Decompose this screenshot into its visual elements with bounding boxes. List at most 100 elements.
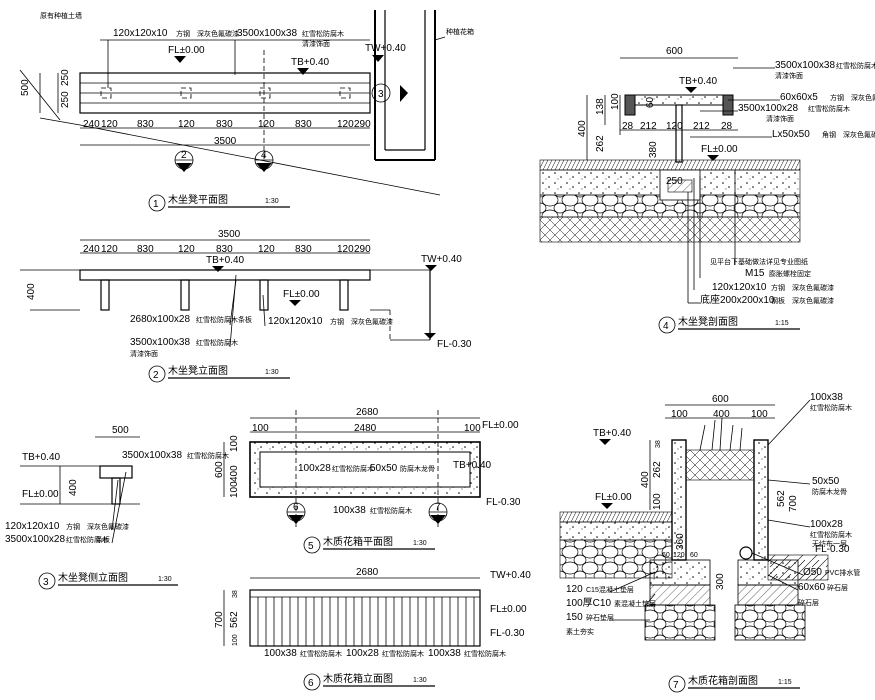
- title-num: 4: [663, 321, 669, 332]
- right-note: 种植花箱: [446, 27, 474, 36]
- dim-text: 380: [648, 141, 659, 158]
- tw-label: TW+0.40: [490, 570, 531, 581]
- fl-label: FL±0.00: [168, 45, 205, 56]
- dim-text: 2680: [356, 567, 379, 578]
- view-title: 木坐凳平面图: [168, 194, 228, 206]
- post: [180, 279, 190, 311]
- tb-label: TB+0.40: [22, 452, 61, 463]
- label-g: 100厚C10: [566, 597, 611, 609]
- dim-text: 500: [112, 425, 129, 436]
- label-c: 100x28: [810, 519, 843, 530]
- note-b: 红雪松防腐木: [382, 649, 424, 658]
- label-c: 3500x100x28: [738, 103, 798, 114]
- fl2-label: FL-0.30: [815, 544, 850, 555]
- fl-label: FL±0.00: [701, 144, 738, 155]
- view-title: 木坐凳剖面图: [678, 315, 738, 328]
- dim-text: 600: [712, 394, 729, 405]
- dim-text: 100: [252, 423, 269, 434]
- dim-text: 250: [60, 69, 71, 86]
- dim-text: 100: [610, 93, 621, 110]
- dim-text: 400: [68, 479, 79, 496]
- title-num: 7: [673, 680, 679, 691]
- note-h: 碎石垫层: [586, 613, 614, 622]
- dim-text: 100: [671, 409, 688, 420]
- note-a: 红雪松防腐木: [300, 649, 342, 658]
- note-i: 素土夯实: [566, 627, 594, 636]
- note-c2: 清漆饰面: [766, 114, 794, 123]
- dim-text: 700: [214, 611, 225, 628]
- note-a: 红雪松防腐木: [810, 403, 852, 412]
- label-a: 100x38: [264, 648, 297, 659]
- view-scale: 1:30: [413, 540, 427, 547]
- dim-text: 120: [258, 244, 275, 255]
- left-note: 原有种植土墙: [40, 11, 82, 20]
- note-g: 素混凝土垫层: [614, 599, 656, 608]
- view-scale: 1:30: [265, 369, 279, 376]
- dim-text: 60: [662, 552, 670, 559]
- label-b: 120x120x10: [5, 521, 60, 532]
- fl2-label: FL-0.30: [437, 339, 472, 350]
- fl-label: FL±0.00: [595, 492, 632, 503]
- dim-text: 830: [137, 119, 154, 130]
- label-b: 50x50: [812, 476, 840, 487]
- label-f: 120: [566, 584, 583, 595]
- post-square: [100, 87, 112, 99]
- label-d: Ø50: [803, 567, 822, 578]
- dim-text: 60: [690, 552, 698, 559]
- note-b: 方钢 深灰色氟碳漆: [830, 93, 875, 102]
- view-scale: 1:30: [413, 677, 427, 684]
- note-a2: 条板: [238, 315, 252, 324]
- dim-text: 830: [216, 244, 233, 255]
- note-c2: 条板: [96, 535, 110, 544]
- label-b: 50x50: [370, 463, 398, 474]
- label-b: 60x60x5: [780, 92, 818, 103]
- dim-text: 700: [788, 495, 799, 512]
- note-c: 红雪松防腐木: [810, 530, 852, 539]
- label-c: 100x38: [333, 505, 366, 516]
- dim-text: 830: [295, 119, 312, 130]
- dim-text: 400: [229, 465, 240, 482]
- beam-note2: 清漆饰面: [302, 39, 330, 48]
- note-c: 红雪松防腐木: [66, 535, 108, 544]
- dim-text: 562: [776, 490, 787, 507]
- dim-text: 120: [101, 119, 118, 130]
- tb-label: TB+0.40: [453, 460, 492, 471]
- tb-label: TB+0.40: [206, 255, 245, 266]
- view-scale: 1:30: [158, 576, 172, 583]
- label-a: 2680x100x28: [130, 314, 190, 325]
- note-d: 角钢 深灰色氟碳漆: [822, 130, 875, 139]
- bench-top: [99, 465, 133, 479]
- note-e: 膨胀螺栓固定: [769, 269, 811, 278]
- view-6-planter-elevation: 2680 700 562 38 100 TW+0.40 FL±0.00 FL-0…: [214, 567, 531, 691]
- dim-text: 28: [622, 121, 634, 132]
- dim-text: 400: [26, 283, 37, 300]
- dim-text: 400: [640, 471, 651, 488]
- dim-text: 120: [337, 244, 354, 255]
- dim-text: 28: [721, 121, 733, 132]
- marker-num: 7: [435, 502, 441, 513]
- post-square: [259, 87, 271, 99]
- view-5-planter-plan: 2680 100 2480 100 600 100 400 100 FL±0.0…: [214, 407, 521, 554]
- dim-text: 500: [20, 79, 31, 96]
- dim-text: 60: [645, 96, 656, 108]
- dim-text: 2480: [354, 423, 377, 434]
- fl-label: FL±0.00: [22, 489, 59, 500]
- note-a2: 清漆饰面: [775, 71, 803, 80]
- dim-text: 120: [178, 119, 195, 130]
- note-d: PVC排水管: [825, 568, 860, 577]
- label-c: 120x120x10: [268, 316, 323, 327]
- post: [100, 279, 110, 311]
- dim-text: 300: [715, 573, 726, 590]
- view-scale: 1:15: [775, 320, 789, 327]
- tb-label: TB+0.40: [679, 76, 718, 87]
- dim-text: 38: [232, 590, 239, 598]
- view-title: 木质花箱平面图: [323, 535, 393, 548]
- marker-num: 2: [181, 150, 187, 161]
- view-title: 木质花箱剖面图: [688, 674, 758, 687]
- fl2-label: FL-0.30: [486, 497, 521, 508]
- dim-text: 830: [137, 244, 154, 255]
- note-f: C15混凝土垫层: [586, 585, 634, 594]
- dim-text: 290: [354, 244, 371, 255]
- view-title: 木坐凳侧立面图: [58, 571, 128, 584]
